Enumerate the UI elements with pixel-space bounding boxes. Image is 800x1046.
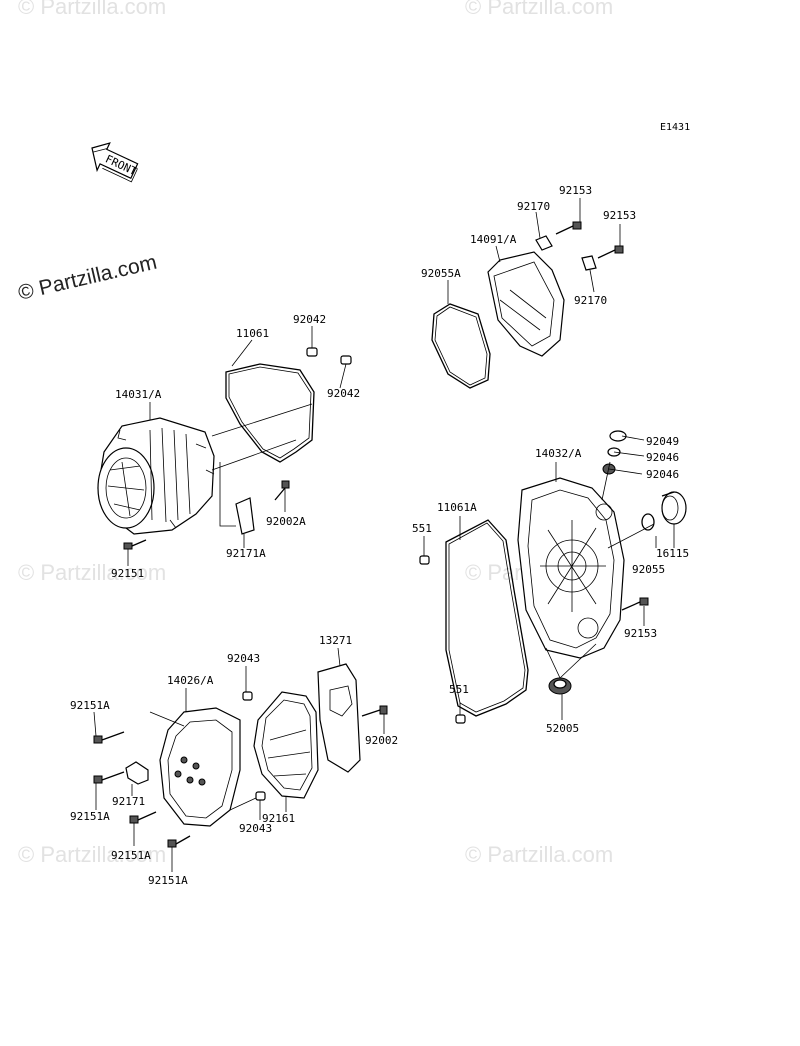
gasket-11061A [445,519,529,717]
bolt-92151A [167,835,191,848]
part-label: 92151A [148,874,188,887]
watermark-text: © Partzilla.com [18,560,166,585]
diagram-code: E1431 [660,122,690,133]
part-label: 92151A [70,699,110,712]
cap-16115 [661,491,687,525]
part-label: 92153 [603,209,636,222]
part-label: 92151A [70,810,110,823]
part-label: 551 [412,522,432,535]
bolt-92153 [621,597,649,611]
part-label: 11061 [236,327,269,340]
dowel-pin-92042 [306,347,318,357]
part-label: 92161 [262,812,295,825]
o-ring-92055 [641,513,655,531]
watermark-text: © Partzilla.com [465,0,613,19]
watermark-text: © Partzilla.com [18,0,166,19]
part-label: 92046 [646,468,679,481]
part-label: 92043 [227,652,260,665]
sprocket-cover-group [93,647,388,872]
dowel-pin-551 [455,714,466,724]
dowel-pin-92043 [242,691,253,701]
part-label: 92170 [517,200,550,213]
pickup-cover-group [431,198,624,389]
part-label: 13271 [319,634,352,647]
inner-cover-92161 [253,691,319,799]
main-watermark: © Partzilla.com [16,251,159,305]
part-label: 92002A [266,515,306,528]
clutch-cover-group [419,430,687,724]
part-label: 14032/A [535,447,582,460]
collar-92170 [581,255,597,271]
part-label: 92153 [624,627,657,640]
grommet-92049 [609,430,627,442]
dowel-pin-92042 [340,355,352,365]
part-label: 92171A [226,547,266,560]
bolt-92151A [93,731,125,744]
generator-cover-14031 [97,417,215,535]
collar-92170 [535,235,553,251]
clamp-92171A [235,497,255,535]
front-arrow-icon: FRONT [91,142,139,183]
part-label: 92002 [365,734,398,747]
bolt-92002 [361,705,388,717]
part-label: 92055 [632,563,665,576]
part-label: 52005 [546,722,579,735]
part-label: 92171 [112,795,145,808]
dowel-pin-551 [419,555,430,565]
bolt-92151 [123,539,147,550]
dowel-pin-92043 [255,791,266,801]
plate-13271 [317,663,361,773]
bolt-92002A [274,480,290,501]
bolt-92153 [555,221,582,235]
sprocket-cover-14026 [159,707,241,827]
clutch-cover-14032 [517,477,625,659]
part-label: 92055A [421,267,461,280]
generator-cover-group [97,326,352,566]
watermark-layer: © Partzilla.com © Partzilla.com © Partzi… [18,0,613,867]
part-label: 11061A [437,501,477,514]
gasket-92055A [431,303,491,389]
clamp-92171 [125,761,149,785]
bolt-92151A [129,811,157,824]
part-label: 92049 [646,435,679,448]
part-label: 92043 [239,822,272,835]
watermark-text: © Partzilla.com [465,842,613,867]
part-label: 92042 [327,387,360,400]
part-label: 92170 [574,294,607,307]
gasket-11061 [225,363,315,463]
part-label: 14026/A [167,674,214,687]
part-label: 92151A [111,849,151,862]
watermark-text: © Partzilla.com [18,842,166,867]
part-label: 16115 [656,547,689,560]
part-label: 14031/A [115,388,162,401]
bolt-92151A [93,771,125,784]
sight-glass-52005 [548,677,572,695]
part-label: 92153 [559,184,592,197]
part-labels: 11061 92042 92042 14031/A 92002A 92171A … [70,184,689,887]
pickup-cover-14091 [487,251,565,357]
part-label: 14091/A [470,233,517,246]
part-label: 551 [449,683,469,696]
bolt-92153 [597,245,624,259]
part-label: 92042 [293,313,326,326]
part-label: 92151 [111,567,144,580]
part-label: 92046 [646,451,679,464]
